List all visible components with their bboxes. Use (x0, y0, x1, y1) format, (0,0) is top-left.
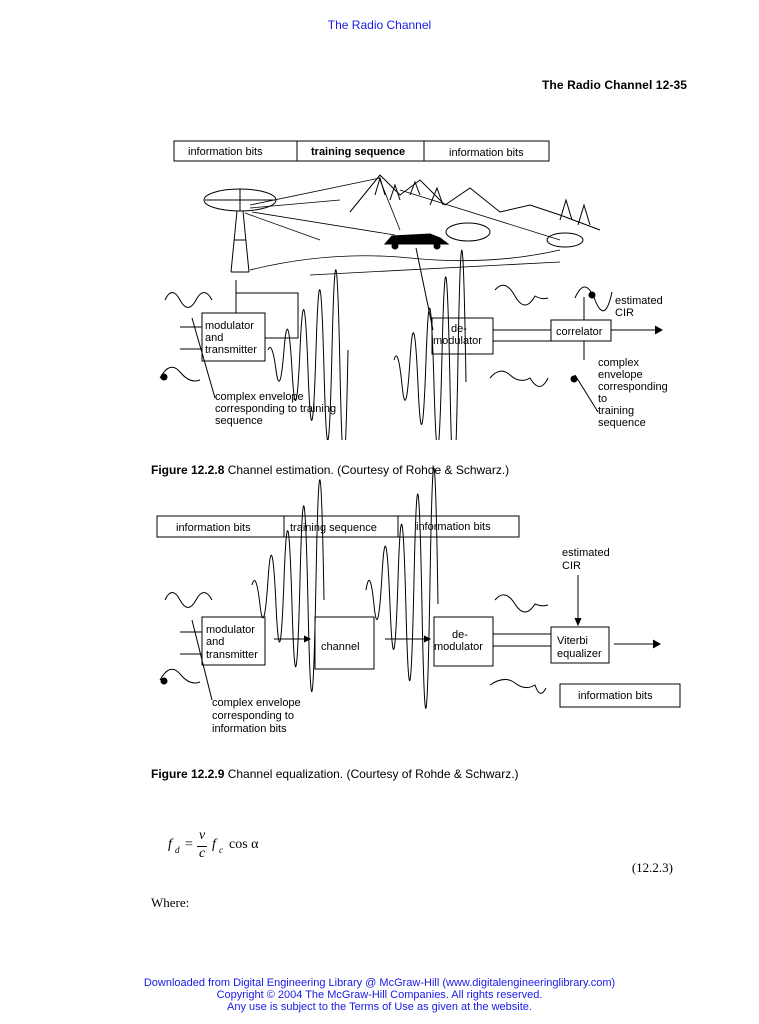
note-line: corresponding to (212, 710, 294, 722)
multipath-rays (244, 177, 561, 276)
frame-label: training sequence (311, 146, 405, 158)
block-label: channel (321, 641, 360, 653)
terrain-trees-icon (349, 174, 601, 248)
eq-factor: f (212, 837, 216, 852)
note-line: corresponding (598, 381, 668, 393)
modulated-wave (267, 269, 349, 440)
block-label: modulator (434, 641, 483, 653)
cir-label: estimated (615, 295, 663, 307)
footer-line[interactable]: Downloaded from Digital Engineering Libr… (143, 977, 616, 989)
footer-line[interactable]: Any use is subject to the Terms of Use a… (227, 1001, 532, 1013)
eq-lhs: f (168, 837, 172, 852)
footer-line: Copyright © 2004 The McGraw-Hill Compani… (216, 989, 543, 1001)
note-line: complex envelope (212, 697, 301, 709)
car-icon (383, 233, 450, 250)
viterbi-equalizer-block (550, 626, 610, 664)
eq-lhs-sub: d (175, 845, 180, 855)
output-label: information bits (578, 690, 653, 702)
frame-label: information bits (416, 521, 491, 533)
output-box (559, 683, 681, 708)
modulator-block (201, 616, 266, 666)
eq-numerator: v (199, 828, 206, 843)
equation-number: (12.2.3) (631, 860, 673, 875)
block-label: modulator (205, 320, 254, 332)
received-pulse (494, 594, 549, 613)
cir-label: CIR (615, 307, 634, 319)
top-link[interactable]: The Radio Channel (327, 18, 432, 32)
antenna-icon (203, 188, 277, 273)
block-label: modulator (433, 335, 482, 347)
demodulator-block (433, 616, 494, 667)
frame-label: information bits (176, 522, 251, 534)
training-pulse-left (159, 366, 201, 382)
figure-caption: Figure 12.2.9 Channel equalization. (Cou… (151, 767, 519, 781)
received-wave (393, 249, 467, 440)
block-label: equalizer (557, 648, 602, 660)
training-pulse-right (489, 370, 549, 387)
doppler-equation: f d = v c f c cos α (168, 828, 288, 868)
note-line: envelope (598, 369, 643, 381)
figure-channel-equalization: information bits training sequence infor… (156, 467, 681, 735)
block-label: and (205, 332, 223, 344)
received-pulse-lower (489, 679, 547, 694)
frame-label: information bits (188, 146, 263, 158)
note-line: complex (598, 357, 639, 369)
eq-trig: cos α (229, 837, 259, 852)
block-label: de- (451, 323, 467, 335)
block-label: correlator (556, 326, 603, 338)
block-label: de- (452, 629, 468, 641)
frame-label: information bits (449, 147, 524, 159)
eq-denominator: c (199, 846, 206, 861)
received-wave (365, 467, 439, 709)
modulated-wave (251, 479, 325, 693)
note-line: complex envelope (215, 391, 304, 403)
note-line: to (598, 393, 607, 405)
block-label: transmitter (205, 344, 257, 356)
modulator-block (201, 312, 266, 362)
block-label: Viterbi (557, 635, 588, 647)
note-line: training (598, 405, 634, 417)
frame-label: training sequence (290, 522, 377, 534)
frame-bar (156, 515, 520, 538)
note-line: information bits (212, 723, 287, 735)
cir-label: estimated (562, 547, 610, 559)
note-line: sequence (598, 417, 646, 429)
eq-factor-sub: c (219, 845, 223, 855)
body-text: Where: (151, 895, 190, 910)
cir-label: CIR (562, 560, 581, 572)
pulse-wave (164, 592, 213, 608)
info-pulse-left (159, 668, 201, 684)
eq-equals: = (185, 837, 193, 852)
note-line: sequence (215, 415, 263, 427)
cir-pulse (574, 286, 613, 312)
note-line: corresponding to training (215, 403, 336, 415)
figure-channel-estimation: information bits training sequence infor… (159, 140, 668, 440)
figure-caption: Figure 12.2.8 Channel estimation. (Court… (151, 463, 510, 477)
block-label: transmitter (206, 649, 258, 661)
block-label: and (206, 636, 224, 648)
block-label: modulator (206, 624, 255, 636)
received-pulse (494, 284, 549, 306)
running-head: The Radio Channel 12-35 (542, 78, 687, 92)
frame-bar (173, 140, 550, 162)
eq-fraction-bar (197, 846, 207, 847)
pulse-wave (164, 292, 213, 308)
